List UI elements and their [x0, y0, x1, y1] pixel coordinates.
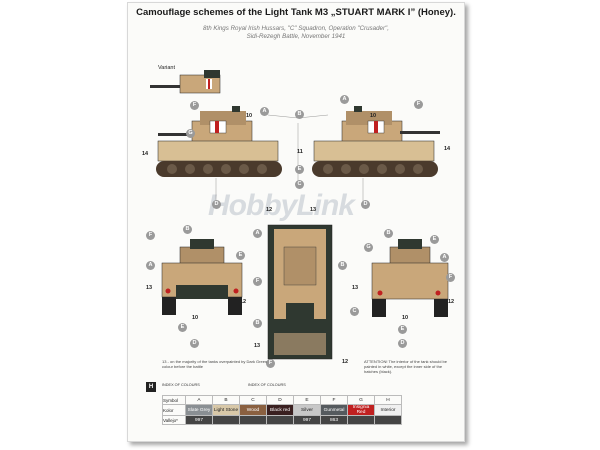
symbol-a: A [185, 395, 213, 405]
color-f: Gunmetal [320, 404, 348, 416]
symbol-b: B [212, 395, 240, 405]
row-label-kolor: Kolor [162, 404, 186, 416]
tank-side-right [312, 106, 440, 177]
number-12: 12 [448, 299, 455, 305]
watermark: HobbyLink [208, 189, 355, 222]
symbol-e: E [293, 395, 321, 405]
variant-label: Variant [158, 65, 176, 71]
row-label-vallejo: Vallejo* [162, 415, 186, 425]
number-13: 13 [146, 285, 153, 291]
number-14: 14 [444, 146, 451, 152]
callout-f: F [446, 273, 455, 282]
number-10: 10 [246, 113, 253, 119]
tank-drawings [150, 70, 449, 360]
code-a: 997 [185, 415, 213, 425]
callout-a: A [260, 107, 269, 116]
symbol-c: C [239, 395, 267, 405]
number-10: 10 [192, 315, 199, 321]
code-f: 863 [320, 415, 348, 425]
callout-d: D [212, 200, 221, 209]
callout-d: D [398, 339, 407, 348]
callout-f: F [253, 277, 262, 286]
color-c: Wood [239, 404, 267, 416]
number-12: 12 [342, 359, 349, 365]
number-12: 12 [266, 207, 273, 213]
number-13: 13 [352, 285, 359, 291]
code-c [239, 415, 267, 425]
note-left: 13 - on the majority of the tanks overpa… [162, 359, 268, 369]
tank-side-left [156, 106, 282, 177]
callout-d: D [361, 200, 370, 209]
callout-f: F [414, 100, 423, 109]
code-h [374, 415, 402, 425]
symbol-g: G [347, 395, 375, 405]
callout-e: E [398, 325, 407, 334]
callout-a: A [340, 95, 349, 104]
callout-b: B [253, 319, 262, 328]
callout-b: B [384, 229, 393, 238]
callout-e: E [430, 235, 439, 244]
callout-b: B [183, 225, 192, 234]
symbol-f: F [320, 395, 348, 405]
color-a: Slate Grey [185, 404, 213, 416]
callout-e: E [295, 165, 304, 174]
number-14: 14 [142, 151, 149, 157]
code-g [347, 415, 375, 425]
tank-front-view [161, 239, 243, 315]
code-b [212, 415, 240, 425]
callout-e: E [236, 251, 245, 260]
callout-d: D [190, 339, 199, 348]
sheet-title: Camouflage schemes of the Light Tank M3 … [136, 7, 456, 18]
instruction-sheet: Camouflage schemes of the Light Tank M3 … [127, 2, 465, 442]
variant-turret [150, 70, 221, 94]
symbol-h: H [374, 395, 402, 405]
callout-a: A [253, 229, 262, 238]
note-right: ATTENTION! The interior of the tank shou… [364, 359, 447, 374]
callout-b: B [338, 261, 347, 270]
code-e: 997 [293, 415, 321, 425]
callout-f: F [190, 101, 199, 110]
code-d [266, 415, 294, 425]
callout-f: F [146, 231, 155, 240]
callout-a: A [440, 253, 449, 262]
row-label-symbol: Symbol [162, 395, 186, 405]
tank-rear-view [371, 239, 449, 317]
callout-f: F [266, 359, 275, 368]
callout-c: C [295, 180, 304, 189]
tank-top-view [267, 224, 333, 360]
callout-b: B [295, 110, 304, 119]
subtitle-line-1: 8th Kings Royal Irish Hussars, "C" Squad… [203, 25, 389, 32]
colors-table: Symbol A B C D E F G H Kolor Slate Grey … [162, 395, 402, 425]
callout-a: A [146, 261, 155, 270]
number-10: 10 [402, 315, 409, 321]
colors-row-vallejo: Vallejo* 997 997 863 [162, 415, 402, 425]
callout-c: C [350, 307, 359, 316]
number-13: 13 [254, 343, 261, 349]
index-heading-2: INDEX OF COLOURS [248, 383, 286, 387]
symbol-d: D [266, 395, 294, 405]
number-10: 10 [370, 113, 377, 119]
callout-g: G [186, 129, 195, 138]
legend-box-h: H [146, 382, 156, 392]
color-h: Interior [374, 404, 402, 416]
callout-e: E [178, 323, 187, 332]
sheet-subtitle: 8th Kings Royal Irish Hussars, "C" Squad… [168, 25, 424, 41]
color-b: Light Stone [212, 404, 240, 416]
number-12: 12 [240, 299, 247, 305]
colors-row-symbol: Symbol A B C D E F G H [162, 395, 402, 405]
colors-row-kolor: Kolor Slate Grey Light Stone Wood Black … [162, 404, 402, 416]
number-13: 13 [310, 207, 317, 213]
color-d: Black red [266, 404, 294, 416]
index-heading-1: INDEX OF COLOURS [162, 383, 200, 387]
number-11: 11 [297, 149, 303, 155]
subtitle-line-2: Sidi-Rezegh Battle, November 1941 [246, 33, 346, 40]
callout-g: G [364, 243, 373, 252]
color-g: Insignia Red [347, 404, 375, 416]
color-e: Silver [293, 404, 321, 416]
